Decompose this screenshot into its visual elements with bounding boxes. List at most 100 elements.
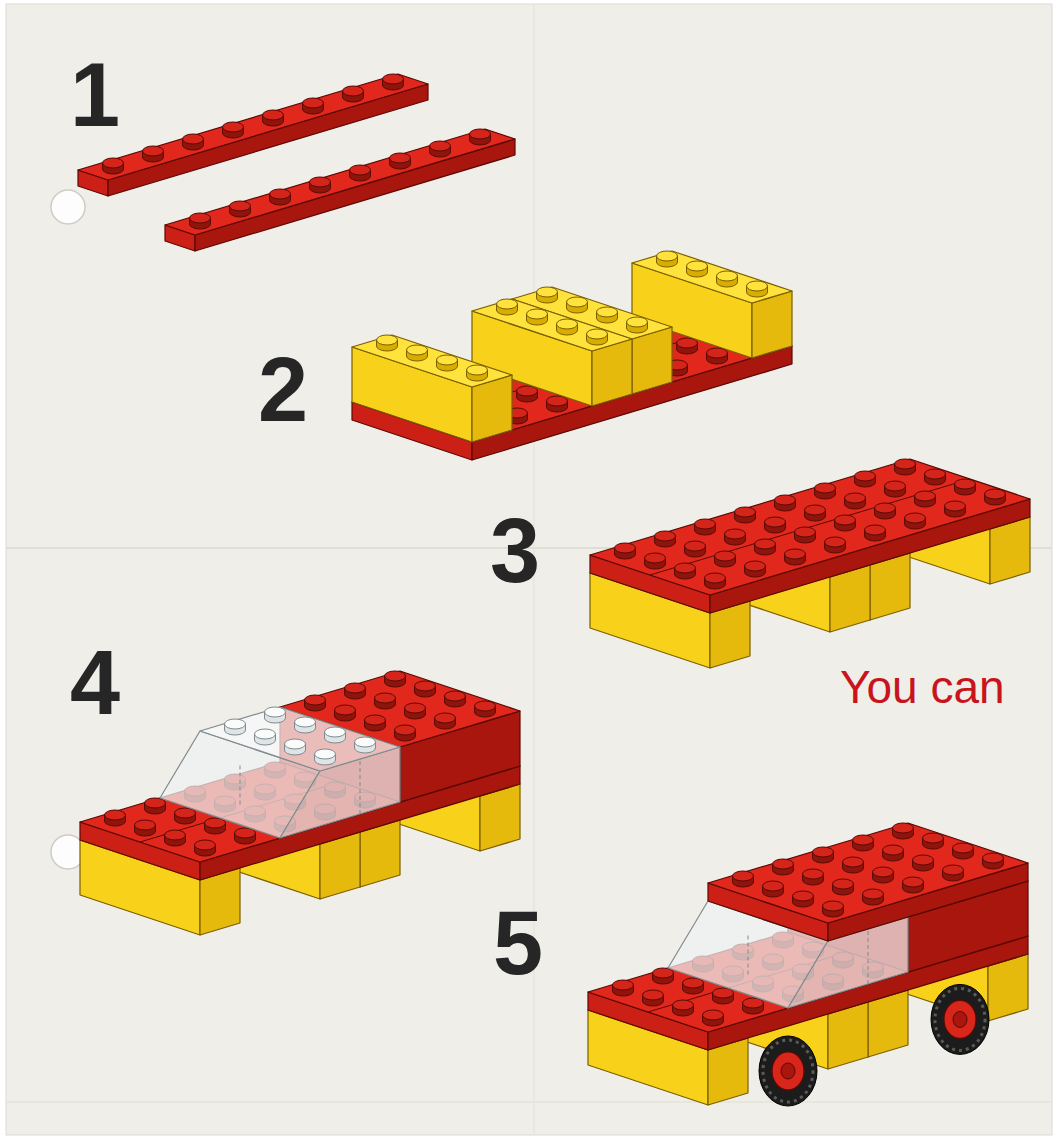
stud-top: [355, 737, 376, 747]
stud-top: [865, 525, 886, 535]
stud: [855, 471, 876, 487]
stud: [905, 513, 926, 529]
stud: [913, 855, 934, 871]
stud: [655, 531, 676, 547]
stud-top: [165, 830, 186, 840]
stud: [687, 261, 708, 277]
stud-top: [763, 881, 784, 891]
stud-top: [467, 365, 488, 375]
stud: [955, 479, 976, 495]
stud-top: [597, 307, 618, 317]
stud-top: [703, 1010, 724, 1020]
stud: [983, 853, 1004, 869]
stud-top: [843, 857, 864, 867]
lego-plate: [165, 129, 515, 251]
stud: [395, 725, 416, 741]
stud-top: [377, 335, 398, 345]
stud: [643, 990, 664, 1006]
stud: [835, 515, 856, 531]
stud-top: [255, 729, 276, 739]
stud-top: [350, 165, 371, 175]
stud-top: [713, 988, 734, 998]
stud-top: [717, 271, 738, 281]
stud: [105, 810, 126, 826]
handwritten-note: You can: [840, 664, 1005, 710]
stud-top: [567, 297, 588, 307]
stud: [103, 158, 124, 174]
stud-top: [315, 749, 336, 759]
stud: [755, 539, 776, 555]
stud: [390, 153, 411, 169]
stud-top: [235, 828, 256, 838]
stud-top: [905, 513, 926, 523]
stud: [805, 505, 826, 521]
stud-top: [893, 823, 914, 833]
stud-top: [983, 853, 1004, 863]
stud: [893, 823, 914, 839]
stud: [310, 177, 331, 193]
stud: [165, 830, 186, 846]
stud-top: [537, 287, 558, 297]
stud: [265, 707, 286, 723]
step-number: 4: [70, 638, 120, 728]
stud-top: [855, 471, 876, 481]
stud: [675, 563, 696, 579]
stud: [747, 281, 768, 297]
lego-plate: [590, 459, 1030, 613]
brick-side-face: [195, 139, 515, 251]
stud: [775, 495, 796, 511]
stud-top: [230, 201, 251, 211]
stud: [285, 739, 306, 755]
stud: [345, 683, 366, 699]
stud: [713, 988, 734, 1004]
step-number: 2: [258, 345, 308, 435]
stud: [743, 998, 764, 1014]
stud: [745, 561, 766, 577]
stud-top: [295, 717, 316, 727]
stud-top: [657, 251, 678, 261]
stud: [645, 553, 666, 569]
stud-top: [953, 843, 974, 853]
stud-top: [833, 879, 854, 889]
stud: [627, 317, 648, 333]
stud-top: [803, 869, 824, 879]
stud: [255, 729, 276, 745]
stud-top: [475, 701, 496, 711]
stud: [437, 355, 458, 371]
brick-top-face: [590, 459, 1030, 595]
stud-top: [385, 671, 406, 681]
stud: [235, 828, 256, 844]
stud-top: [405, 703, 426, 713]
stud: [613, 980, 634, 996]
stud-top: [687, 261, 708, 271]
stud: [405, 703, 426, 719]
stud-top: [497, 299, 518, 309]
stud-top: [925, 469, 946, 479]
stud: [567, 297, 588, 313]
stud-top: [675, 563, 696, 573]
stud-top: [415, 681, 436, 691]
stud: [695, 519, 716, 535]
stud: [673, 1000, 694, 1016]
window-divider: [868, 929, 869, 984]
wheel: [931, 984, 989, 1054]
stud: [715, 551, 736, 567]
stud: [135, 820, 156, 836]
stud: [183, 134, 204, 150]
stud-top: [335, 705, 356, 715]
stud: [873, 867, 894, 883]
stud-top: [437, 355, 458, 365]
stud-top: [225, 719, 246, 729]
stud-top: [653, 968, 674, 978]
brick-top-face: [472, 299, 632, 351]
stud: [845, 493, 866, 509]
stud-top: [785, 549, 806, 559]
punch-hole: [51, 190, 85, 224]
brick-top-face: [632, 251, 792, 303]
stud-top: [875, 503, 896, 513]
stud: [270, 189, 291, 205]
stud: [853, 835, 874, 851]
stud-top: [435, 713, 456, 723]
stud: [587, 329, 608, 345]
stud-top: [303, 98, 324, 108]
